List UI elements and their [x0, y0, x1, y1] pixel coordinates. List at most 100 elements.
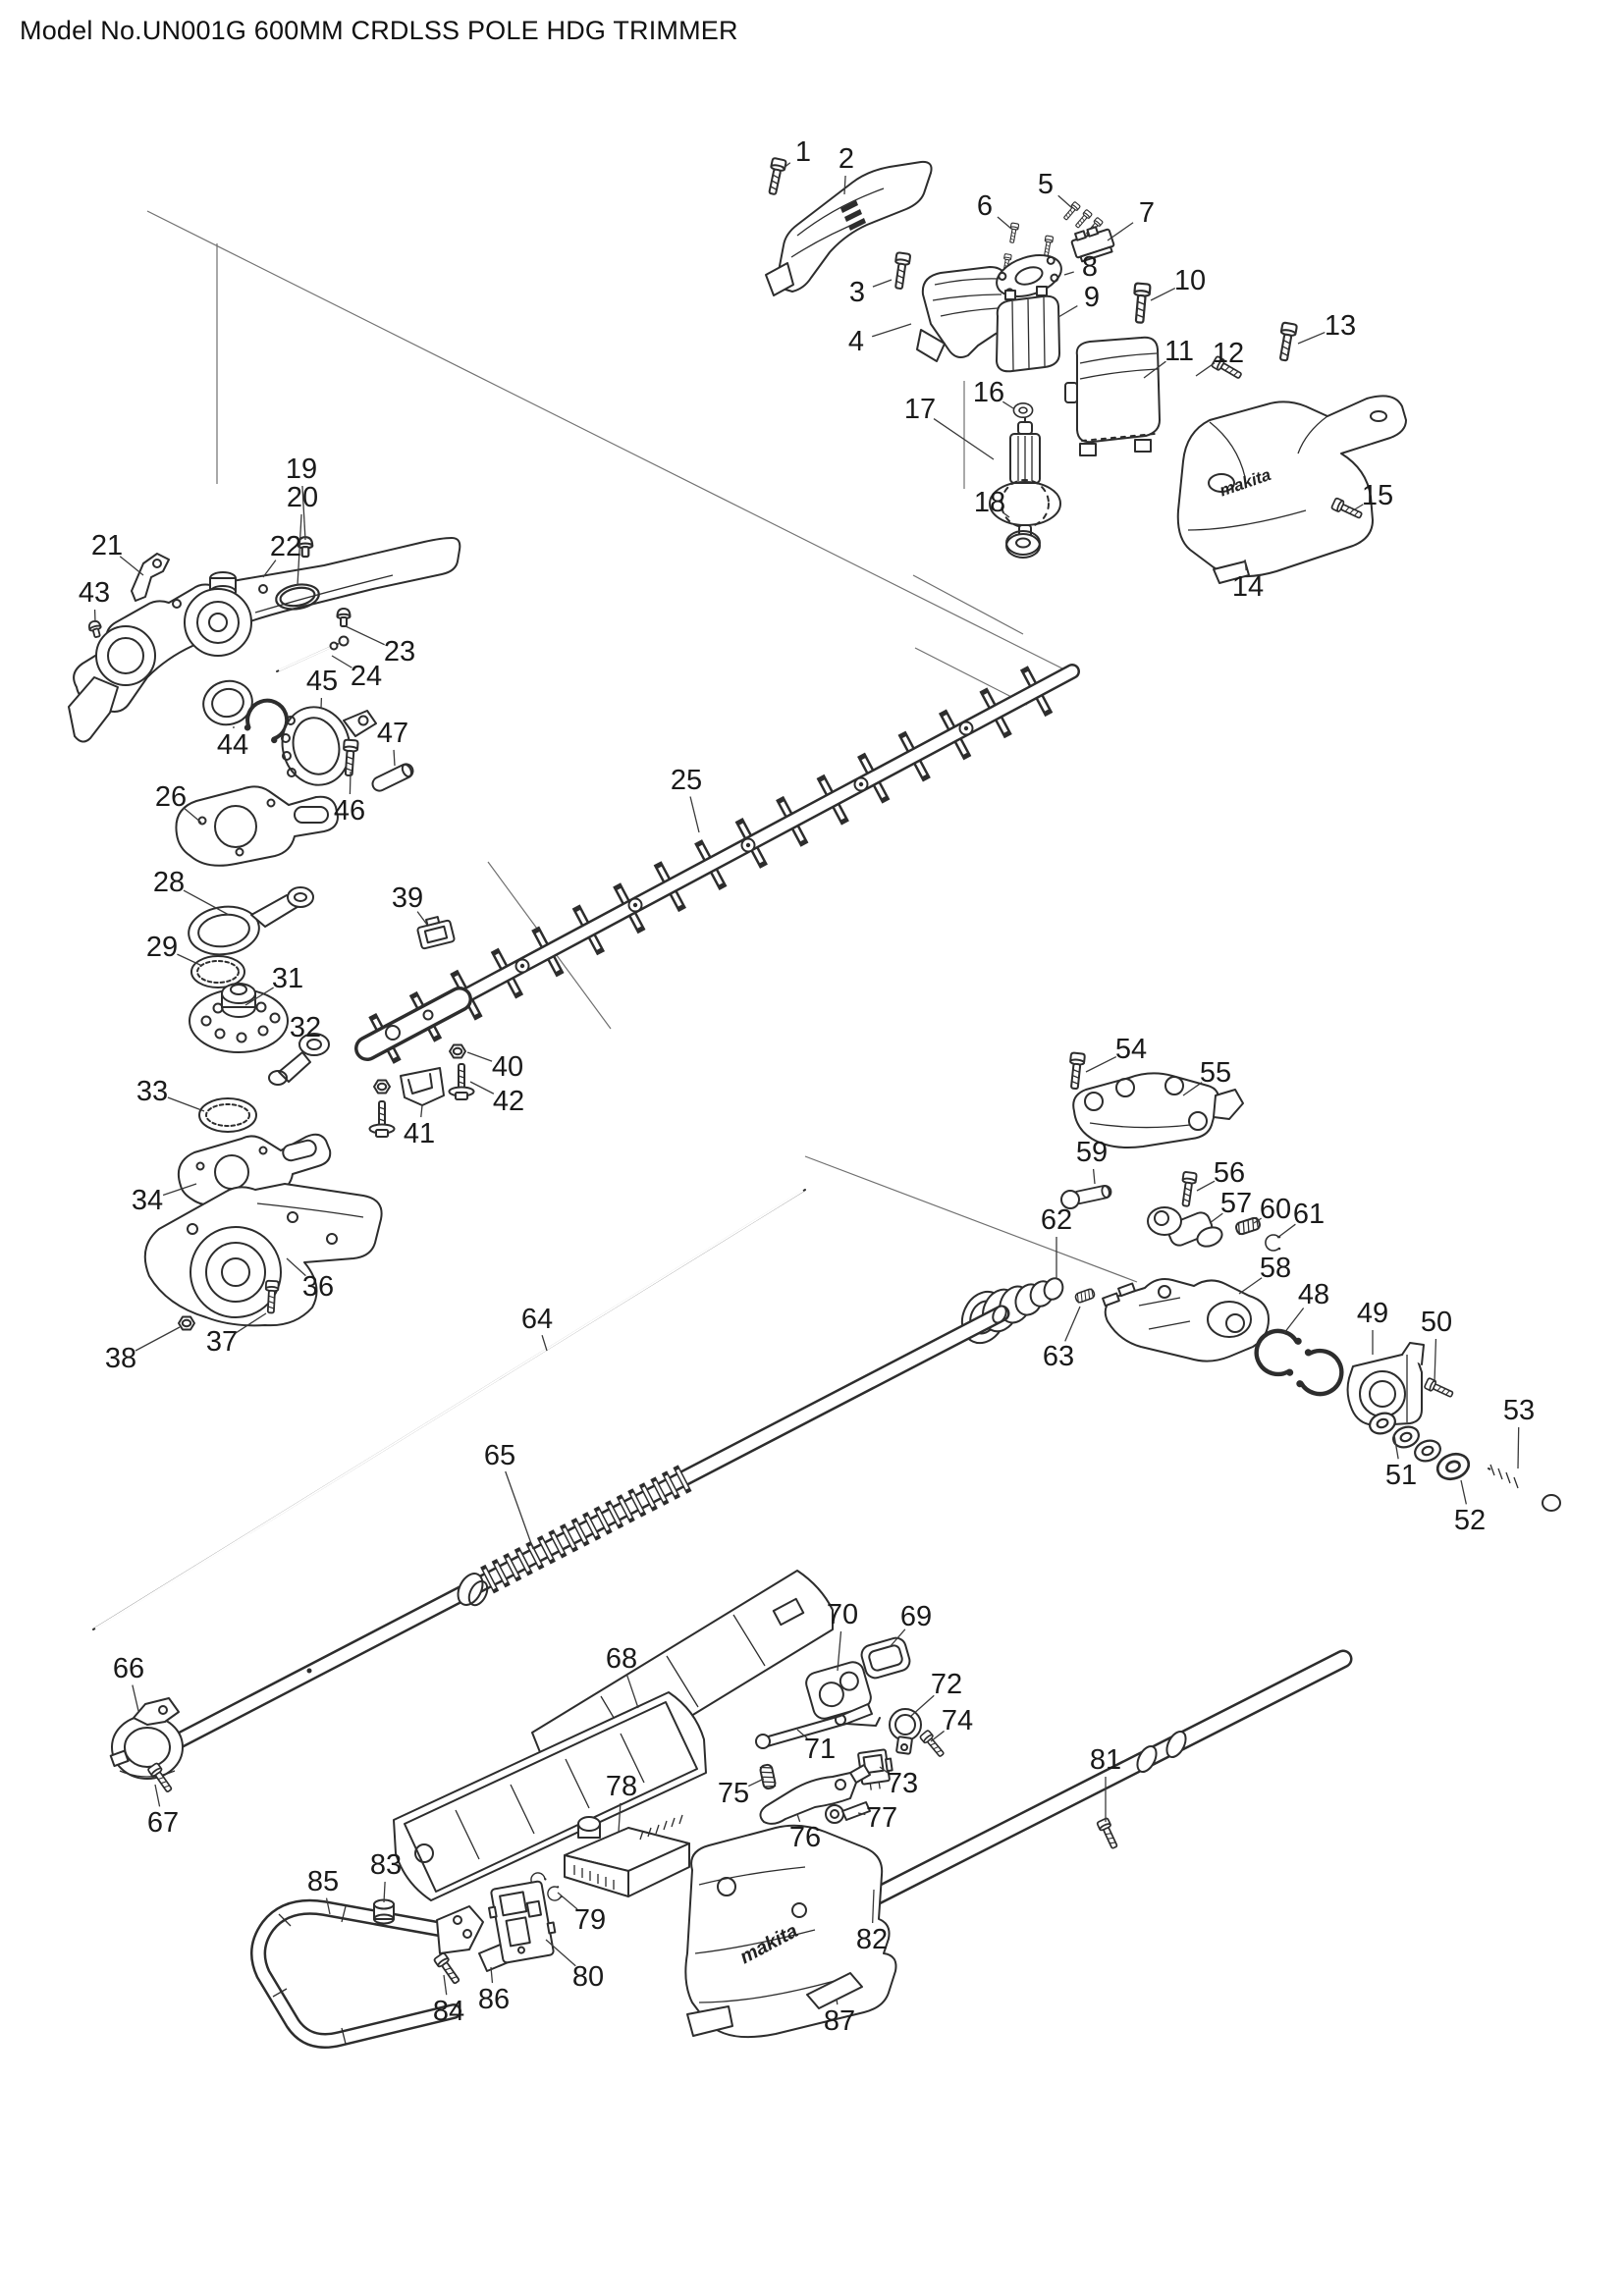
part-label-17: 17 — [904, 394, 936, 425]
part-56-screw — [1178, 1170, 1198, 1208]
leader-14 — [1244, 559, 1247, 571]
leader-41 — [420, 1104, 423, 1118]
part-label-74: 74 — [942, 1705, 973, 1736]
part-label-40: 40 — [492, 1051, 523, 1083]
leader-6 — [997, 216, 1012, 230]
part-label-77: 77 — [866, 1802, 897, 1834]
leader-40 — [466, 1051, 493, 1062]
leader-76 — [796, 1813, 801, 1823]
leader-51 — [1393, 1434, 1399, 1460]
part-44-washers — [202, 679, 296, 747]
part-label-64: 64 — [521, 1304, 553, 1335]
part-label-84: 84 — [433, 1996, 464, 2027]
part-68-front-grip-housings — [393, 1570, 834, 1901]
leader-3 — [872, 279, 893, 288]
leader-74 — [930, 1730, 945, 1742]
part-65-drive-shaft-drawing — [163, 1305, 1010, 1753]
part-34-plate-drawing — [177, 1133, 332, 1207]
leader-29 — [177, 953, 203, 967]
part-9-stator-drawing — [996, 286, 1060, 373]
part-8-plate-drawing — [996, 254, 1062, 297]
part-36-lower-housing-drawing — [143, 1183, 383, 1327]
part-21-lever-drawing — [131, 553, 170, 602]
part-25-blade-drawing — [354, 652, 1080, 1064]
part-label-29: 29 — [146, 932, 178, 963]
leader-42 — [469, 1081, 495, 1095]
part-57-joint-drawing — [1147, 1206, 1223, 1248]
part-label-82: 82 — [856, 1924, 888, 1955]
part-11-motor-housing-drawing — [1064, 336, 1161, 456]
part-label-31: 31 — [272, 963, 303, 994]
part-14-housing-cover-drawing: makita — [1176, 395, 1407, 584]
part-3-screw — [891, 251, 912, 291]
leader-5 — [1057, 194, 1073, 209]
part-label-83: 83 — [370, 1849, 402, 1881]
part-66-clamp-drawing — [109, 1697, 184, 1780]
leader-25 — [689, 796, 700, 833]
leader-46 — [349, 771, 352, 795]
leader-24 — [331, 655, 352, 668]
part-label-51: 51 — [1385, 1460, 1417, 1491]
leader-84 — [443, 1974, 448, 1996]
leader-22 — [262, 560, 277, 578]
leader-52 — [1460, 1479, 1467, 1505]
part-32-rod-drawing — [268, 1033, 330, 1086]
leader-33 — [167, 1096, 205, 1112]
part-59-pin-drawing — [1060, 1183, 1113, 1209]
part-80-switch-holder-drawing — [487, 1880, 557, 1964]
part-28-connecting-rod-drawing — [188, 886, 314, 956]
part-label-4: 4 — [848, 326, 864, 357]
leader-12 — [1195, 362, 1216, 377]
part-label-32: 32 — [290, 1012, 321, 1043]
part-label-3: 3 — [849, 277, 865, 308]
part-26-plate-drawing — [175, 785, 339, 867]
part-label-24: 24 — [351, 661, 382, 692]
part-label-70: 70 — [827, 1599, 858, 1630]
part-label-14: 14 — [1232, 571, 1264, 603]
part-29-ring-drawing — [190, 955, 245, 988]
leader-17 — [933, 418, 995, 460]
part-label-66: 66 — [113, 1653, 144, 1684]
part-82-rear-handle-drawing: makita — [684, 1649, 1353, 2039]
leader-4 — [871, 323, 912, 338]
part-18-bearing — [1005, 530, 1041, 559]
part-label-76: 76 — [789, 1822, 821, 1853]
leader-36 — [286, 1257, 306, 1277]
part-label-61: 61 — [1293, 1199, 1325, 1230]
part-label-43: 43 — [79, 577, 110, 609]
part-label-9: 9 — [1084, 282, 1100, 313]
part-label-79: 79 — [574, 1904, 606, 1936]
part-48-snap-ring-b — [1295, 1347, 1346, 1399]
part-23-cap — [336, 608, 352, 627]
part-72-ring-drawing — [889, 1708, 922, 1755]
leader-19 — [301, 485, 306, 541]
leader-73 — [879, 1766, 890, 1775]
leader-77 — [857, 1812, 866, 1816]
page-title: Model No.UN001G 600MM CRDLSS POLE HDG TR… — [20, 16, 738, 45]
part-53-bolt-drawing — [1488, 1464, 1561, 1512]
leader-47 — [393, 749, 396, 767]
leader-67 — [154, 1784, 161, 1807]
leader-16 — [1001, 400, 1014, 409]
part-50-screw — [1423, 1376, 1456, 1401]
part-78-controller-drawing — [564, 1814, 690, 1897]
part-label-23: 23 — [384, 636, 415, 667]
part-7-terminal-drawing — [1070, 226, 1115, 263]
leader-58 — [1238, 1277, 1263, 1295]
leader-9 — [1057, 305, 1078, 318]
leader-28 — [183, 889, 230, 916]
part-label-67: 67 — [147, 1807, 179, 1839]
leader-70 — [837, 1630, 842, 1672]
part-49-bearing-holder-drawing — [1346, 1342, 1425, 1426]
leader-56 — [1196, 1180, 1216, 1192]
part-76-trigger-drawing — [759, 1764, 871, 1825]
part-87-label-sticker — [806, 1972, 863, 2009]
part-83-sleeve-drawing — [373, 1898, 395, 1925]
part-label-49: 49 — [1357, 1298, 1388, 1329]
part-69-button-drawing — [860, 1636, 911, 1680]
part-label-69: 69 — [900, 1601, 932, 1632]
leader-26 — [183, 807, 202, 824]
part-label-11: 11 — [1164, 336, 1194, 367]
part-label-10: 10 — [1174, 265, 1206, 296]
